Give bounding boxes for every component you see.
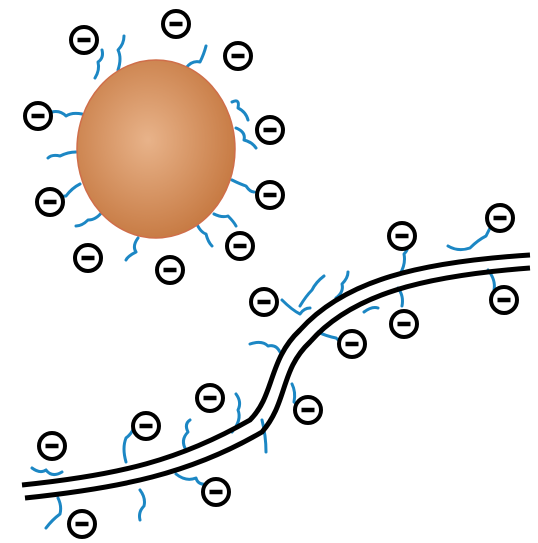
negative-charge-icon (39, 433, 65, 459)
ligand (232, 180, 254, 192)
ligand (364, 308, 378, 313)
strand-ligands (32, 224, 500, 528)
negative-charge-icon (203, 479, 229, 505)
negative-charge-icon (25, 103, 51, 129)
ligand (48, 152, 76, 158)
ligand (232, 101, 248, 120)
negative-charge-icon (227, 233, 253, 259)
negative-charge-icon (163, 11, 189, 37)
ligand (236, 128, 256, 148)
negative-charge-icon (257, 182, 283, 208)
negative-charge-icon (37, 189, 63, 215)
nanoparticle (77, 60, 235, 238)
ligand (214, 214, 236, 226)
ligand (186, 46, 206, 68)
ligand (300, 276, 324, 306)
ligand (196, 222, 212, 246)
ligand (46, 498, 61, 528)
ligand (95, 50, 103, 78)
ligand (183, 420, 190, 450)
negative-charge-icon (257, 117, 283, 143)
ligand (250, 342, 280, 352)
ligand (126, 238, 138, 260)
negative-charge-icon (133, 413, 159, 439)
negative-charge-icon (251, 289, 277, 315)
ligand (282, 300, 310, 314)
negative-charge-icon (491, 287, 517, 313)
negative-charge-icon (339, 331, 365, 357)
negative-charge-icon (225, 43, 251, 69)
negative-charge-icon (157, 257, 183, 283)
ligand (76, 212, 102, 226)
negative-charge-icon (71, 27, 97, 53)
ligand (140, 490, 145, 520)
ligand (32, 468, 62, 475)
negative-charge-icon (389, 223, 415, 249)
negative-charge-icon (295, 397, 321, 423)
negative-charge-icon (69, 511, 95, 537)
strand-outer (22, 255, 530, 485)
ligand (118, 36, 124, 70)
negative-charge-icon (391, 311, 417, 337)
nanoparticle-group (25, 11, 283, 283)
ligand (448, 224, 492, 250)
negative-charge-icon (487, 205, 513, 231)
ligand (52, 112, 82, 117)
negative-charge-icon (197, 385, 223, 411)
negative-charge-icon (75, 245, 101, 271)
